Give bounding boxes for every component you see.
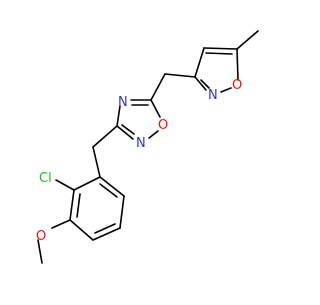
bond-ar3-ar4 xyxy=(69,219,94,241)
bond-c3-ch2 xyxy=(164,73,196,78)
atom-o-methoxy: O xyxy=(36,229,46,244)
bond-c3ox-n2-double xyxy=(121,124,135,135)
bond-o-methyl xyxy=(37,239,43,264)
bond-c5-c4-double xyxy=(205,52,233,55)
bond-c5-c4 xyxy=(203,47,238,50)
bond-c3ox-ch2 xyxy=(92,125,118,148)
bond-ar2-ar3 xyxy=(69,189,75,221)
bond-n-o xyxy=(220,87,232,93)
bond-c3-n-double xyxy=(200,79,210,89)
bond-ar3-o xyxy=(51,219,71,229)
structure-drawing: N O N O N Cl O xyxy=(36,30,259,264)
atom-cl: Cl xyxy=(39,171,52,186)
bond-ar5-ar6 xyxy=(119,195,125,229)
bond-c4-c3 xyxy=(194,47,205,78)
atom-n-oxadiazole-bottom: N xyxy=(136,136,146,151)
bond-ar4-ar5-inner xyxy=(94,223,116,234)
bond-ar6-ar1-inner xyxy=(99,183,118,198)
bond-ar2-ar3-inner xyxy=(76,193,81,218)
bond-ch2-benzene xyxy=(92,146,101,178)
atom-o-isoxazole: O xyxy=(232,78,242,93)
molecule-canvas: N O N O N Cl O xyxy=(36,30,259,264)
bond-methyl-c5 xyxy=(236,30,259,50)
bond-n4-c3ox xyxy=(116,105,121,127)
bond-c5-o xyxy=(236,48,239,81)
atom-n-oxadiazole-top: N xyxy=(118,95,128,110)
bond-ch2-oxadiazole xyxy=(150,73,166,101)
atom-n-isoxazole: N xyxy=(208,88,218,103)
bond-ar2-cl xyxy=(55,179,75,191)
bond-ar4-ar5 xyxy=(92,227,121,241)
bond-n2-o1 xyxy=(148,130,159,139)
bond-c3ox-n2 xyxy=(116,125,134,140)
bond-ar1-ar2 xyxy=(73,176,101,191)
atom-o-oxadiazole: O xyxy=(158,118,168,133)
bond-c3-n xyxy=(194,76,207,91)
bond-ar6-ar1 xyxy=(99,176,125,197)
bond-c5ox-o xyxy=(150,99,161,118)
